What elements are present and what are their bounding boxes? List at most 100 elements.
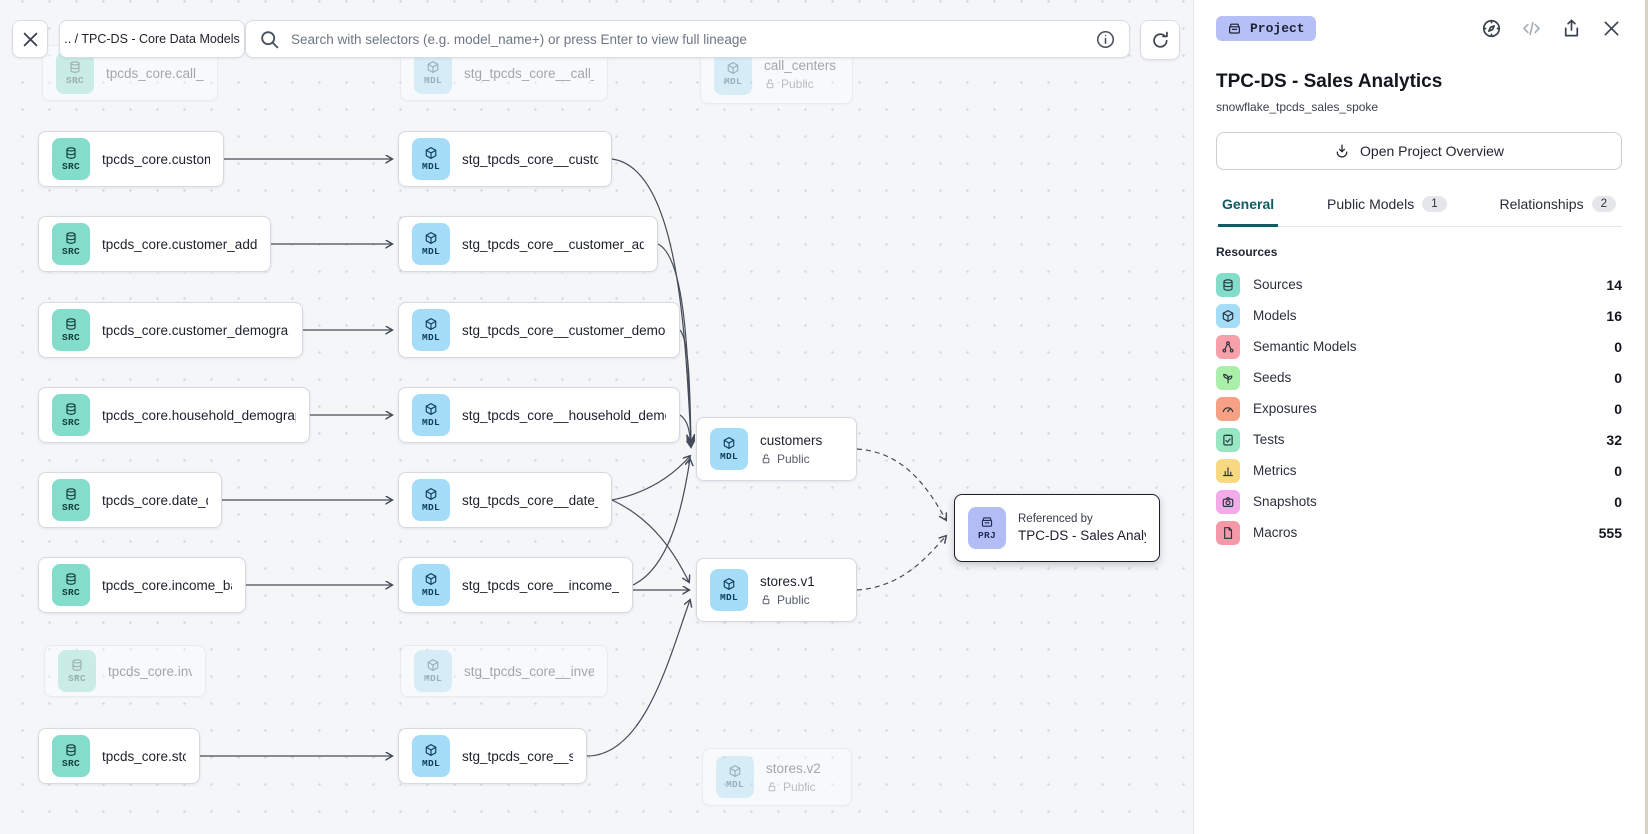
node-label: stg_tpcds_core__call_center bbox=[464, 65, 594, 81]
node-type-chip: MDL bbox=[710, 569, 748, 611]
node-type-chip: SRC bbox=[52, 479, 90, 521]
resource-count: 16 bbox=[1606, 307, 1622, 324]
lineage-node[interactable]: MDLstg_tpcds_core__household_demogr... bbox=[398, 387, 680, 443]
node-access-label: Public bbox=[760, 452, 822, 466]
open-project-overview-button[interactable]: Open Project Overview bbox=[1216, 132, 1622, 170]
cube-icon bbox=[729, 765, 741, 777]
tab-general[interactable]: General bbox=[1218, 196, 1279, 227]
node-type-label: SRC bbox=[61, 758, 80, 769]
node-label: tpcds_core.inventory bbox=[108, 663, 192, 679]
search-input[interactable] bbox=[289, 30, 1086, 48]
node-label: stg_tpcds_core__customer bbox=[462, 151, 598, 167]
database-icon bbox=[66, 147, 76, 159]
refresh-lineage-button[interactable] bbox=[1140, 20, 1180, 60]
unlock-icon bbox=[766, 78, 774, 88]
unlock-icon bbox=[762, 594, 770, 604]
lineage-node[interactable]: SRC tpcds_core.income_band bbox=[38, 557, 246, 613]
database-icon bbox=[1223, 278, 1233, 291]
resource-label: Tests bbox=[1253, 432, 1285, 447]
node-type-label: MDL bbox=[719, 592, 738, 603]
node-type-chip: MDL bbox=[412, 223, 450, 265]
project-icon bbox=[1229, 23, 1240, 34]
breadcrumb-label: .. / TPC-DS - Core Data Models bbox=[64, 32, 240, 46]
cube-icon bbox=[425, 318, 437, 330]
node-type-chip: MDL bbox=[414, 52, 452, 94]
lineage-node[interactable]: SRC tpcds_core.customer_demographics bbox=[38, 302, 303, 358]
node-label: tpcds_core.customer_demographics bbox=[102, 322, 289, 338]
unlock-icon bbox=[768, 781, 776, 791]
clipboard-check-icon bbox=[1223, 434, 1233, 446]
file-icon bbox=[1216, 520, 1240, 545]
node-type-chip: MDL bbox=[412, 735, 450, 777]
project-detail-panel: Project TPC-DS - Sales Analytics snowfla… bbox=[1193, 0, 1648, 834]
info-icon[interactable] bbox=[1095, 29, 1116, 50]
node-type-chip: MDL bbox=[714, 53, 752, 95]
tab-count-badge: 2 bbox=[1591, 196, 1616, 212]
node-label: tpcds_core.call_center bbox=[106, 65, 204, 81]
resource-count: 0 bbox=[1614, 400, 1622, 417]
lineage-search[interactable] bbox=[245, 20, 1130, 58]
node-label: TPC-DS - Sales Analytics bbox=[1018, 528, 1146, 543]
close-icon bbox=[20, 29, 41, 50]
node-type-label: SRC bbox=[61, 417, 80, 428]
node-label: stg_tpcds_core__date_dim bbox=[462, 492, 598, 508]
node-type-label: SRC bbox=[61, 587, 80, 598]
node-type-label: MDL bbox=[421, 332, 440, 343]
node-label: stg_tpcds_core__household_demogr... bbox=[462, 407, 666, 423]
seedling-icon bbox=[1223, 373, 1233, 383]
node-label: tpcds_core.income_band bbox=[102, 577, 232, 593]
lineage-node[interactable]: MDL stg_tpcds_core__income_band bbox=[398, 557, 633, 613]
close-lineage-button[interactable] bbox=[12, 20, 48, 58]
node-label: stg_tpcds_core__income_band bbox=[462, 577, 619, 593]
cube-icon bbox=[425, 147, 437, 159]
cube-icon bbox=[425, 232, 437, 244]
resources-heading: Resources bbox=[1216, 245, 1278, 259]
archive-icon bbox=[981, 517, 993, 527]
node-type-chip: PRJ bbox=[968, 507, 1006, 549]
database-icon bbox=[66, 318, 76, 330]
node-type-chip: SRC bbox=[52, 564, 90, 606]
breadcrumb[interactable]: .. / TPC-DS - Core Data Models bbox=[59, 20, 245, 58]
node-type-chip: MDL bbox=[414, 650, 452, 692]
cube-icon bbox=[425, 403, 437, 415]
lineage-node[interactable]: MDLstg_tpcds_core__customer_demogra... bbox=[398, 302, 680, 358]
compass-button[interactable] bbox=[1481, 18, 1502, 39]
node-type-chip: SRC bbox=[52, 309, 90, 351]
node-type-label: MDL bbox=[719, 451, 738, 462]
node-type-chip: MDL bbox=[710, 428, 748, 470]
window-scrollbar[interactable] bbox=[1645, 0, 1648, 834]
database-icon bbox=[70, 61, 80, 73]
node-label: customers bbox=[760, 432, 823, 448]
search-icon bbox=[259, 29, 280, 50]
share-button[interactable] bbox=[1561, 18, 1582, 39]
node-type-chip: MDL bbox=[412, 564, 450, 606]
node-type-label: PRJ bbox=[977, 530, 996, 541]
node-label: stores.v2 bbox=[766, 760, 821, 776]
lineage-canvas[interactable]: SRCtpcds_core.call_centerMDLstg_tpcds_co… bbox=[0, 0, 1193, 834]
resource-count: 555 bbox=[1598, 524, 1622, 541]
code-button bbox=[1521, 18, 1542, 39]
cube-icon bbox=[1222, 309, 1234, 322]
close-panel-button[interactable] bbox=[1601, 18, 1622, 39]
project-subtitle: snowflake_tpcds_sales_spoke bbox=[1216, 100, 1379, 114]
